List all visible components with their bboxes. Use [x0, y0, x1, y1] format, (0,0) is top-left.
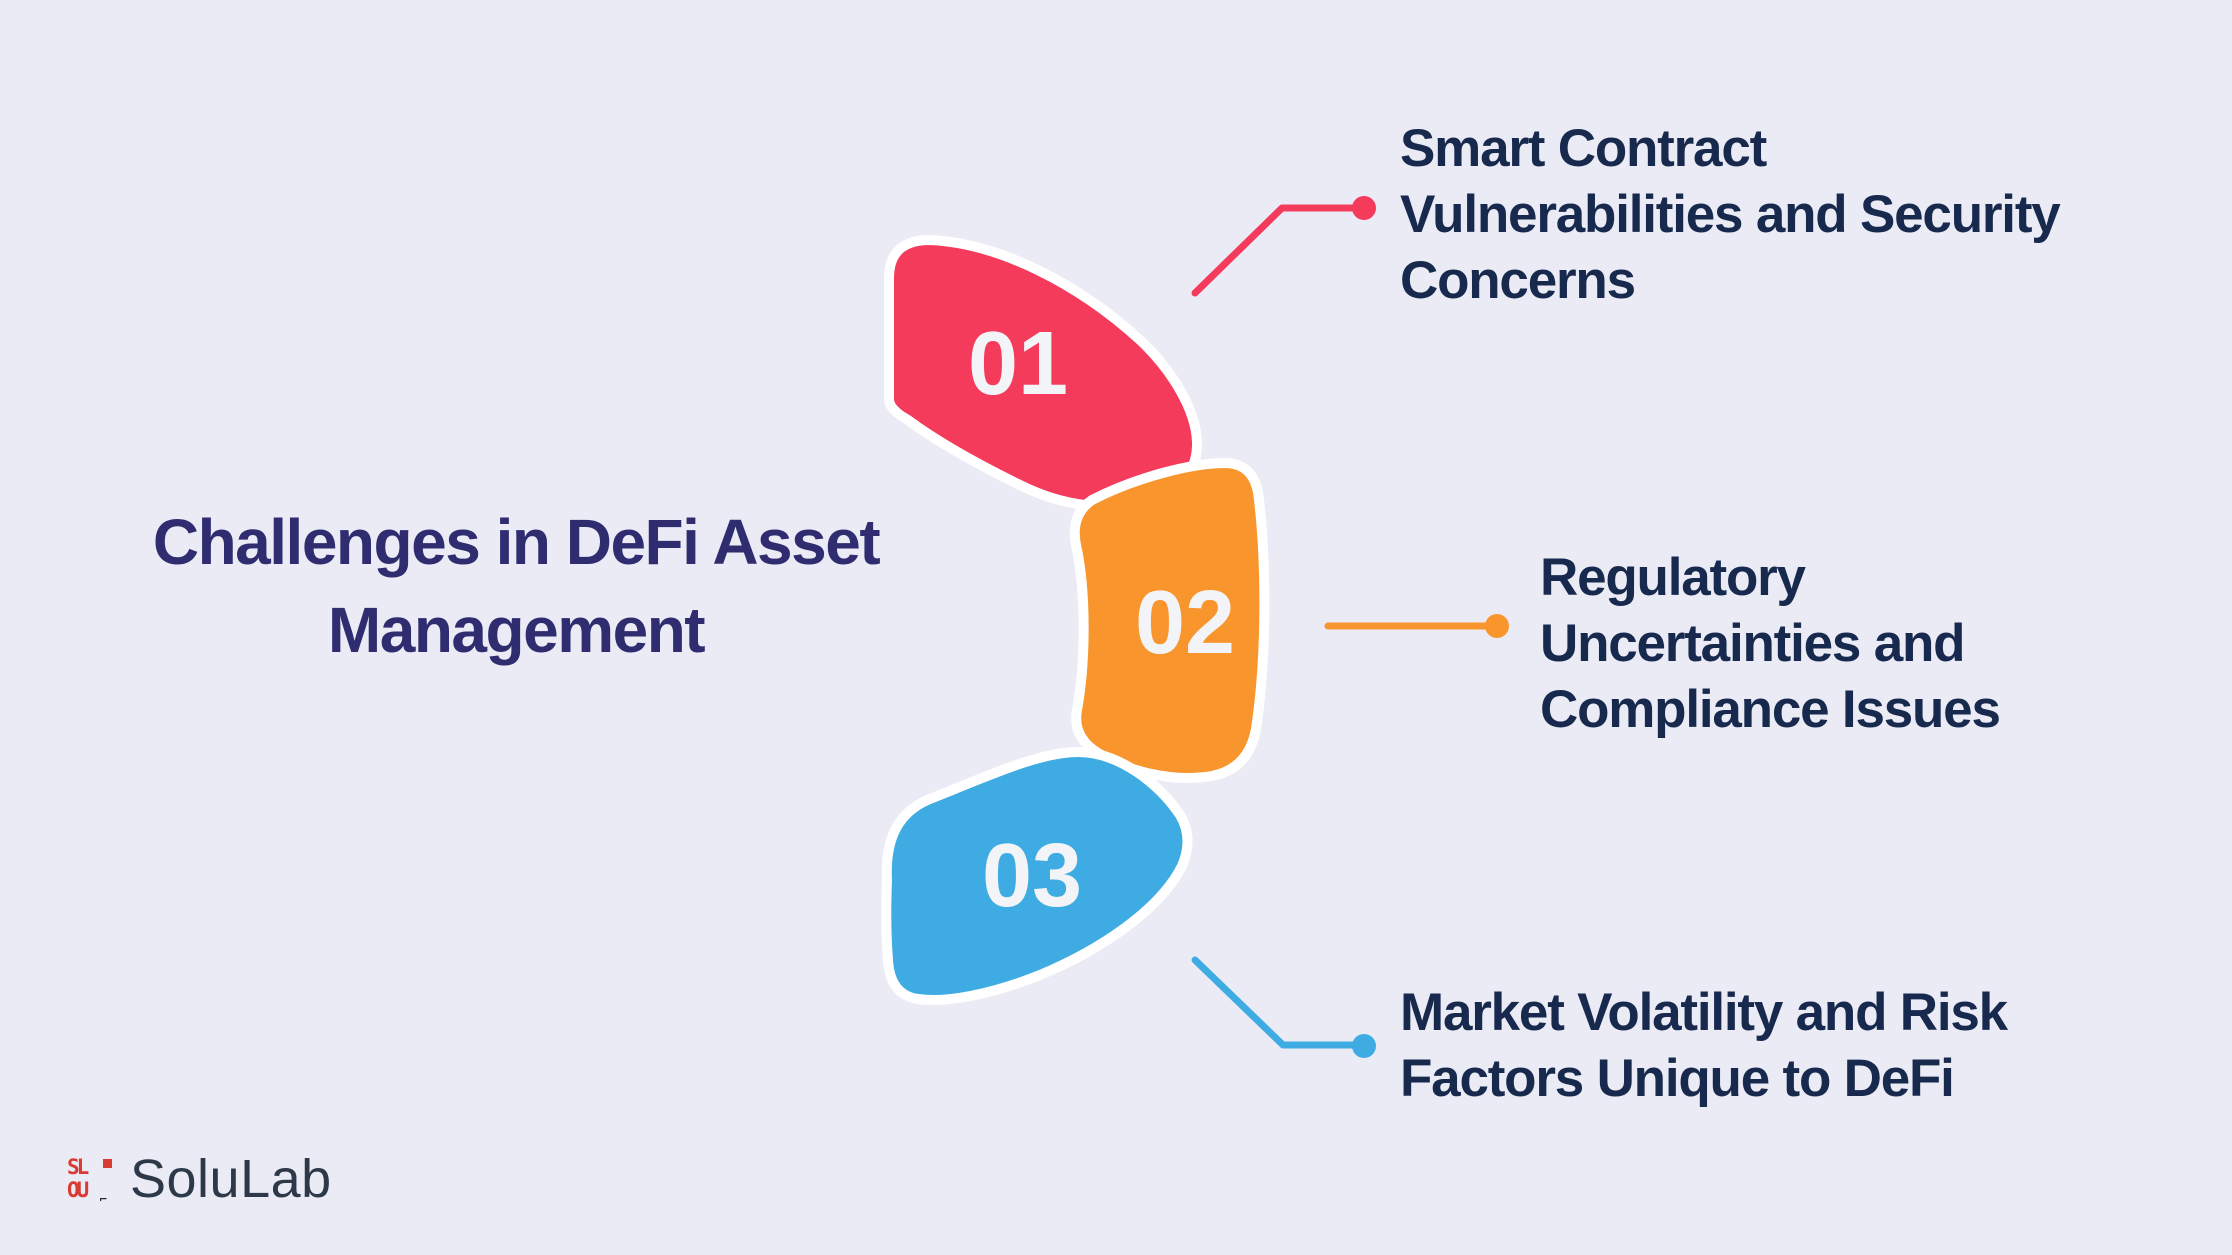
connector-line-1: [1191, 204, 1361, 297]
connector-line-3: [1191, 956, 1362, 1049]
step-number-03: 03: [981, 826, 1083, 926]
connector-dot-1: [1352, 196, 1376, 220]
connector-dot-2: [1485, 614, 1509, 638]
blob-segment-03: [881, 747, 1193, 1005]
logo-monogram-top: SL: [67, 1157, 89, 1179]
step-number-02: 02: [1134, 573, 1236, 673]
blob-segment-01: [884, 235, 1203, 512]
item-label-smart-contract: Smart Contract Vulnerabilities and Secur…: [1400, 119, 2061, 310]
brand-name: SoluLab: [130, 1149, 332, 1209]
logo-monogram-bottom: OU: [67, 1178, 89, 1201]
item-label-market-volatility: Market Volatility and Risk Factors Uniqu…: [1400, 983, 2008, 1108]
item-label-regulatory: Regulatory Uncertainties and Compliance …: [1540, 548, 2001, 739]
logo-corner-square: [103, 1159, 112, 1168]
connector-dot-3: [1352, 1034, 1376, 1058]
brand-logo: SL OU LAB SoluLab: [66, 1148, 332, 1210]
logo-lab-letters: LAB: [97, 1197, 107, 1201]
step-number-01: 01: [967, 314, 1069, 414]
solulab-logo-icon: SL OU LAB: [67, 1157, 112, 1201]
blob-segment-02: [1069, 458, 1270, 783]
page-title: Challenges in DeFi Asset Management: [152, 506, 881, 666]
